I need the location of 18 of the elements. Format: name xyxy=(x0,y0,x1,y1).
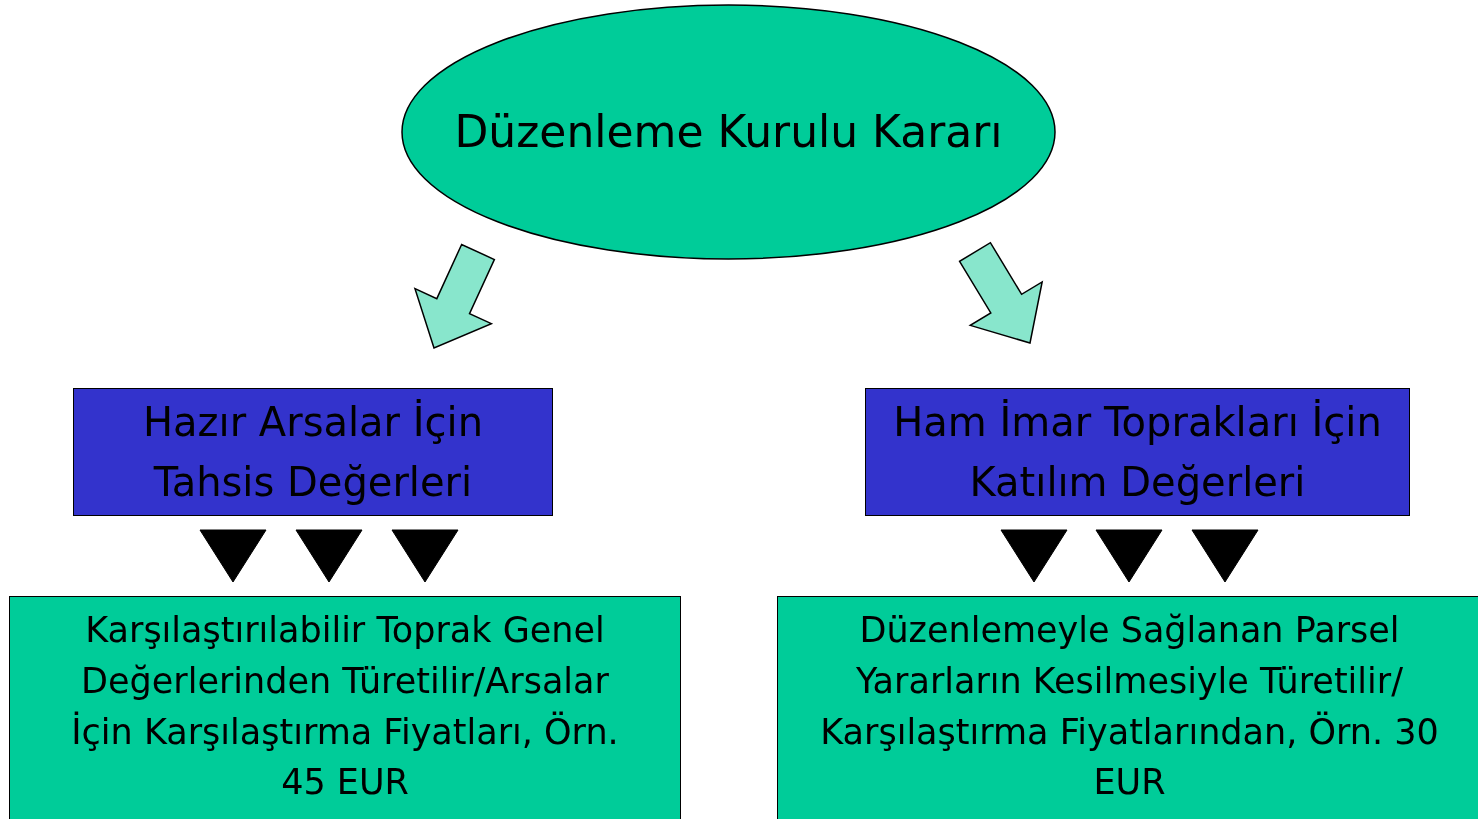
node-label: Düzenlemeyle Sağlanan Parsel Yararların Kesilmesiyle Türetilir/ Karşılaştırma Fiyatlarından, Örn. 30 EUR xyxy=(819,609,1440,805)
decision-ellipse xyxy=(401,4,1056,260)
node-label: Hazır Arsalar İçin Tahsis Değerleri xyxy=(141,398,485,507)
triangle-arrow xyxy=(295,529,363,583)
process-box xyxy=(865,388,1410,516)
block-arrow xyxy=(958,241,1044,344)
triangle-arrow xyxy=(1000,529,1068,583)
triangle-arrow xyxy=(391,529,459,583)
triangle-arrow xyxy=(1095,529,1163,583)
block-arrow xyxy=(413,243,496,349)
triangle-arrow xyxy=(199,529,267,583)
node-label: Karşılaştırılabilir Toprak Genel Değerlerinden Türetilir/Arsalar İçin Karşılaştırma Fiyatları, Örn. 45 EUR xyxy=(70,609,620,805)
node-label: Ham İmar Toprakları İçin Katılım Değerleri xyxy=(892,398,1383,507)
process-box xyxy=(9,596,681,819)
process-box xyxy=(777,596,1478,819)
node-label: Düzenleme Kurulu Kararı xyxy=(454,105,1003,159)
process-box xyxy=(73,388,553,516)
triangle-arrow xyxy=(1191,529,1259,583)
